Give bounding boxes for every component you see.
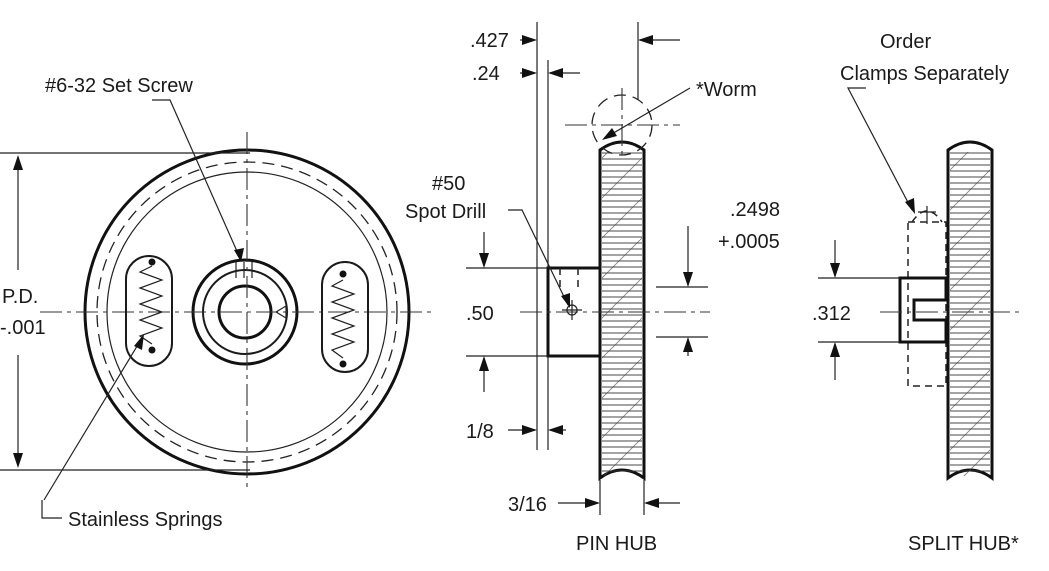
- pin-hub-title: PIN HUB: [576, 533, 657, 555]
- hub-outer: [191, 258, 299, 366]
- spot-drill-label-line1: #50: [432, 173, 465, 195]
- dim-1-8-label: 1/8: [466, 421, 494, 443]
- dim-3-16-label: 3/16: [508, 494, 547, 516]
- front-view: [0, 99, 432, 519]
- spring-slot-right: [321, 261, 369, 373]
- dim-312-label: .312: [812, 303, 851, 325]
- dim-24-label: .24: [472, 63, 500, 85]
- dim-2498-label: .2498: [730, 199, 780, 221]
- split-hub-view: [818, 87, 1020, 481]
- spring-slot-left: [125, 255, 173, 367]
- spot-drill-label-line2: Spot Drill: [405, 201, 486, 223]
- order-label-line1: Order: [880, 31, 931, 53]
- stainless-springs-label: Stainless Springs: [68, 509, 223, 531]
- springs-leader: [43, 337, 143, 501]
- pin-hub-view: [466, 22, 710, 515]
- dim-0005-label: +.0005: [718, 231, 780, 253]
- pd-label-line1: P.D.: [2, 286, 38, 308]
- set-screw-leader: [152, 99, 241, 259]
- split-hub-title: SPLIT HUB*: [908, 533, 1019, 555]
- order-label-line2: Clamps Separately: [840, 63, 1009, 85]
- pd-label-line2: -.001: [0, 317, 46, 339]
- set-screw-label: #6-32 Set Screw: [45, 75, 193, 97]
- dim-427-label: .427: [470, 30, 509, 52]
- worm-label: *Worm: [696, 79, 757, 101]
- dim-50-label: .50: [466, 303, 494, 325]
- split-hub-boss: [898, 276, 948, 344]
